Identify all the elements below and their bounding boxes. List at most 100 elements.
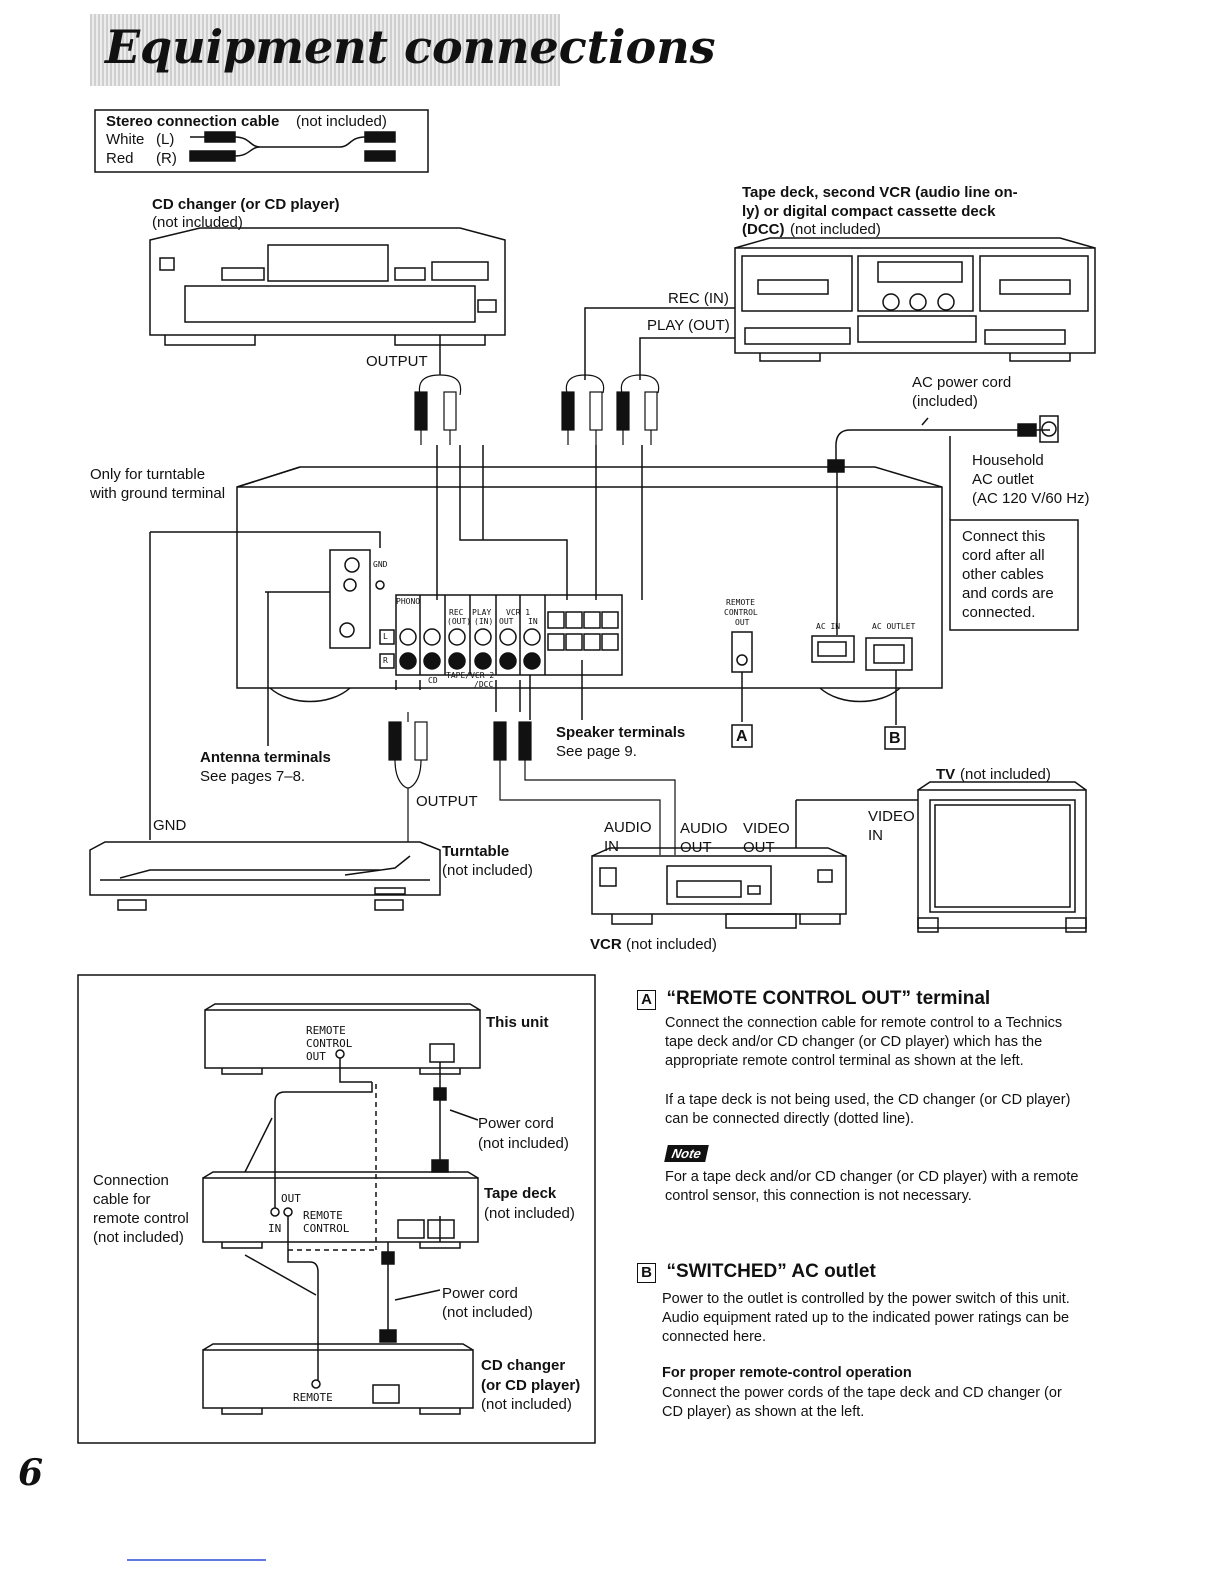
panel-control: CONTROL [724, 608, 758, 617]
power-cord-note-2: (not included) [442, 1304, 533, 1321]
cd-diagram-2: (or CD player) [481, 1377, 581, 1394]
vcr-audio-out-1: AUDIO [680, 820, 728, 837]
panel-r: R [383, 656, 388, 665]
vcr-audio-in-1: AUDIO [604, 819, 652, 836]
cd-changer-note: (not included) [152, 214, 243, 231]
vcr-note: (not included) [626, 936, 717, 953]
tape-deck-label-3: (DCC) [742, 221, 785, 238]
page-title: Equipment connections [105, 20, 716, 74]
connect-note-5: connected. [962, 604, 1036, 621]
vcr-label: VCR [590, 936, 622, 953]
cable-legend-heading: Stereo connection cable [106, 113, 280, 130]
section-b-heading-row: B “SWITCHED” AC outlet [637, 1261, 876, 1283]
cd-remote: REMOTE [293, 1391, 333, 1404]
tape-deck-label-1: Tape deck, second VCR (audio line on- [742, 184, 1018, 201]
power-cord-label-1: Power cord [478, 1115, 554, 1132]
section-b-letter: B [637, 1263, 656, 1283]
turntable-note: (not included) [442, 862, 533, 879]
vcr-audio-out-2: OUT [680, 839, 712, 856]
deck-out: OUT [281, 1192, 301, 1205]
panel-gnd: GND [373, 560, 388, 569]
conn-cable-4: (not included) [93, 1229, 184, 1246]
red-channel: (R) [156, 150, 177, 167]
tv-video-in-2: IN [868, 827, 883, 844]
section-b-para-2: Connect the power cords of the tape deck… [662, 1385, 1062, 1420]
section-a-heading: “REMOTE CONTROL OUT” terminal [666, 988, 991, 1009]
panel-dcc: /DCC [474, 680, 494, 689]
power-cord-label-2: Power cord [442, 1285, 518, 1302]
unit-control: CONTROL [306, 1037, 353, 1050]
outlet-label-2: AC outlet [972, 471, 1034, 488]
panel-vcr-in: IN [528, 617, 538, 626]
cable-legend-note: (not included) [296, 113, 387, 130]
tape-deck-diagram-label: Tape deck [484, 1185, 557, 1202]
note-badge: Note [664, 1145, 709, 1162]
turntable-plugs [388, 712, 428, 842]
panel-rec: REC [449, 608, 464, 617]
cd-output-plugs [414, 374, 462, 445]
vcr-video-out-1: VIDEO [743, 820, 790, 837]
conn-cable-3: remote control [93, 1210, 189, 1227]
section-b-subheading: For proper remote-control operation [662, 1365, 912, 1381]
connect-note-2: cord after all [962, 547, 1045, 564]
red-label: Red [106, 150, 134, 167]
tape-rec-plugs [561, 374, 605, 445]
connect-note-box [949, 519, 1079, 631]
cd-output-label: OUTPUT [366, 353, 428, 370]
connect-note-3: other cables [962, 566, 1044, 583]
speaker-see: See page 9. [556, 743, 637, 760]
turntable-output: OUTPUT [416, 793, 478, 810]
cd-diagram-1: CD changer [481, 1357, 566, 1374]
ac-cord [835, 429, 1050, 460]
antenna-see: See pages 7–8. [200, 768, 306, 785]
panel-remote: REMOTE [726, 598, 755, 607]
tv-video-in-1: VIDEO [868, 808, 915, 825]
speaker-terminals [547, 611, 619, 651]
cable-legend-box [94, 109, 429, 173]
panel-ac-outlet: AC OUTLET [872, 622, 916, 631]
play-out-label: PLAY (OUT) [647, 317, 730, 334]
unit-out: OUT [306, 1050, 326, 1063]
vcr-audio-in-2: IN [604, 838, 619, 855]
panel-rec-out: (OUT) [447, 617, 472, 626]
panel-remote-out: OUT [735, 618, 750, 627]
section-a-letter: A [637, 990, 656, 1010]
speaker-label: Speaker terminals [556, 724, 686, 741]
tv-label: TV [936, 766, 956, 783]
unit-remote: REMOTE [306, 1024, 346, 1037]
panel-cd: CD [428, 676, 438, 685]
ac-cord-label-2: (included) [912, 393, 978, 410]
deck-control: CONTROL [303, 1222, 350, 1235]
panel-vcr1: VCR 1 [506, 608, 531, 617]
panel-tape: TAPE/VCR 2 [446, 671, 495, 680]
section-a-heading-row: A “REMOTE CONTROL OUT” terminal [637, 988, 990, 1010]
remote-diagram-frame [77, 974, 596, 1444]
panel-l: L [383, 632, 388, 641]
deck-in: IN [268, 1222, 282, 1235]
tv-note: (not included) [960, 766, 1051, 783]
turntable-body [89, 841, 441, 896]
section-a-para-1: Connect the connection cable for remote … [665, 1015, 1063, 1069]
connect-note-1: Connect this [962, 528, 1046, 545]
tv-body [917, 789, 1087, 929]
page-number: 6 [18, 1452, 44, 1494]
jacks-bottom [399, 652, 541, 670]
deck-remote: REMOTE [303, 1209, 343, 1222]
conn-cable-2: cable for [93, 1191, 151, 1208]
cd-changer-body [149, 227, 506, 336]
conn-cable-1: Connection [93, 1172, 169, 1189]
outlet-label-3: (AC 120 V/60 Hz) [972, 490, 1090, 507]
turntable-note-2: with ground terminal [90, 485, 226, 502]
rec-in-label: REC (IN) [668, 290, 729, 307]
section-b-heading: “SWITCHED” AC outlet [666, 1261, 876, 1282]
antenna-label: Antenna terminals [200, 749, 331, 766]
tape-deck-body [734, 247, 1096, 354]
white-label: White [106, 131, 145, 148]
vcr-video-out-2: OUT [743, 839, 775, 856]
white-channel: (L) [156, 131, 175, 148]
white-plug-right [364, 131, 396, 143]
outlet-label-1: Household [972, 452, 1044, 469]
title-background [90, 14, 560, 86]
cd-changer-label: CD changer (or CD player) [152, 196, 340, 213]
